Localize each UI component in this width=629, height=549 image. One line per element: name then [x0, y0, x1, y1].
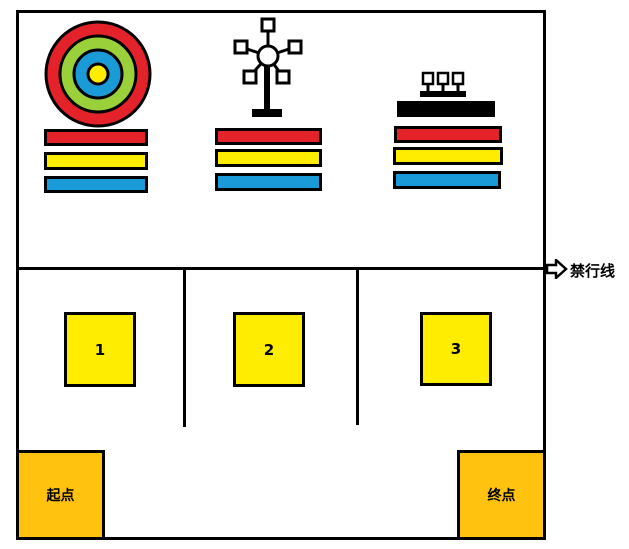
station-3-yellow-bar	[393, 147, 503, 165]
zone-2: 2	[233, 312, 305, 387]
field-border	[16, 10, 546, 540]
stage-lights-icon	[397, 71, 495, 117]
arrow-right-icon	[546, 259, 568, 279]
end-zone: 终点	[457, 450, 546, 540]
station-2-red-bar	[215, 128, 322, 145]
zone-1-label: 1	[94, 340, 106, 359]
zone-2-label: 2	[263, 340, 275, 359]
station-1-blue-bar	[44, 176, 148, 193]
station-3-red-bar	[394, 126, 502, 143]
target-icon	[44, 20, 152, 128]
end-label: 终点	[487, 488, 516, 504]
forbidden-line-label: 禁行线	[570, 262, 616, 280]
start-label: 起点	[46, 488, 75, 504]
station-3-blue-bar	[393, 171, 501, 189]
station-2-blue-bar	[215, 173, 322, 191]
station-1-red-bar	[44, 129, 148, 146]
forbidden-line	[16, 267, 548, 270]
zone-3: 3	[420, 312, 492, 386]
zone-3-label: 3	[450, 340, 462, 358]
ferris-wheel-icon	[233, 17, 303, 117]
lane-divider-1	[183, 267, 186, 427]
lane-divider-2	[356, 267, 359, 425]
zone-1: 1	[64, 312, 136, 387]
station-2-yellow-bar	[215, 149, 322, 167]
start-zone: 起点	[16, 450, 105, 540]
station-1-yellow-bar	[44, 152, 148, 170]
